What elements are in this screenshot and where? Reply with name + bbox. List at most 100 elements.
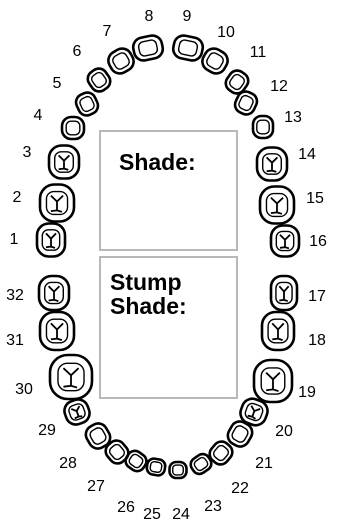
tooth-7[interactable]	[105, 45, 137, 77]
tooth-19[interactable]	[252, 358, 294, 404]
tooth-16[interactable]	[269, 224, 301, 258]
tooth-number-3: 3	[23, 144, 32, 161]
tooth-23[interactable]	[188, 451, 214, 476]
tooth-3[interactable]	[47, 144, 81, 180]
tooth-outline	[104, 439, 130, 465]
tooth-fissure	[278, 285, 290, 303]
tooth-20[interactable]	[238, 396, 271, 428]
tooth-occlusal-surface	[137, 39, 159, 57]
tooth-10[interactable]	[199, 45, 231, 77]
tooth-27[interactable]	[102, 437, 131, 467]
tooth-occlusal-surface	[238, 94, 254, 112]
tooth-13[interactable]	[251, 114, 275, 140]
tooth-outline	[258, 185, 296, 225]
tooth-outline	[233, 90, 259, 116]
tooth-occlusal-surface	[256, 119, 270, 135]
tooth-26[interactable]	[123, 448, 150, 474]
tooth-number-1: 1	[10, 231, 19, 248]
tooth-number-29: 29	[38, 422, 56, 439]
tooth-fissure	[45, 232, 57, 249]
tooth-11[interactable]	[222, 67, 251, 96]
tooth-occlusal-surface	[57, 362, 85, 392]
teeth-group	[35, 34, 301, 480]
tooth-number-21: 21	[255, 455, 273, 472]
tooth-5[interactable]	[73, 90, 100, 118]
tooth-outline	[171, 34, 205, 62]
tooth-number-12: 12	[270, 78, 288, 95]
tooth-outline	[269, 274, 299, 312]
shade-box[interactable]: Shade:	[99, 130, 238, 251]
tooth-17[interactable]	[269, 274, 299, 312]
tooth-29[interactable]	[62, 397, 93, 428]
tooth-outline	[269, 224, 301, 258]
tooth-fissure	[50, 322, 64, 341]
tooth-outline	[255, 146, 289, 182]
tooth-occlusal-surface	[193, 456, 209, 472]
tooth-number-16: 16	[309, 233, 327, 250]
tooth-fissure	[265, 371, 281, 392]
tooth-outline	[74, 91, 100, 117]
tooth-occlusal-surface	[89, 427, 107, 445]
tooth-outline	[47, 144, 81, 180]
tooth-9[interactable]	[171, 34, 205, 63]
tooth-25[interactable]	[145, 457, 167, 477]
tooth-outline	[226, 420, 254, 448]
tooth-number-7: 7	[103, 23, 112, 40]
tooth-outline	[35, 222, 67, 258]
tooth-number-17: 17	[308, 288, 326, 305]
tooth-22[interactable]	[206, 438, 235, 468]
tooth-outline	[131, 34, 165, 62]
tooth-outline	[201, 47, 229, 75]
tooth-32[interactable]	[37, 274, 71, 312]
tooth-28[interactable]	[82, 420, 113, 452]
tooth-fissure	[265, 156, 279, 173]
tooth-occlusal-surface	[65, 120, 81, 136]
tooth-4[interactable]	[60, 115, 86, 141]
tooth-fissure	[47, 285, 61, 303]
tooth-number-25: 25	[143, 506, 161, 523]
tooth-8[interactable]	[131, 34, 165, 63]
tooth-occlusal-surface	[177, 39, 199, 57]
tooth-fissure	[57, 154, 71, 171]
tooth-12[interactable]	[232, 89, 259, 117]
tooth-outline	[84, 422, 112, 450]
tooth-number-15: 15	[306, 190, 324, 207]
tooth-14[interactable]	[255, 146, 289, 182]
tooth-fissure	[247, 405, 261, 420]
tooth-outline	[208, 440, 234, 466]
tooth-21[interactable]	[224, 418, 255, 450]
tooth-number-6: 6	[73, 43, 82, 60]
tooth-number-13: 13	[284, 109, 302, 126]
tooth-number-27: 27	[87, 478, 105, 495]
tooth-2[interactable]	[38, 183, 76, 223]
tooth-occlusal-surface	[231, 425, 249, 443]
tooth-number-18: 18	[308, 332, 326, 349]
tooth-occlusal-surface	[53, 151, 75, 173]
tooth-outline	[168, 460, 188, 480]
stump-shade-box[interactable]: Stump Shade:	[99, 256, 238, 399]
tooth-24[interactable]	[168, 460, 188, 480]
tooth-18[interactable]	[260, 310, 296, 352]
tooth-occlusal-surface	[128, 453, 144, 469]
tooth-number-14: 14	[298, 146, 316, 163]
tooth-outline	[251, 114, 275, 140]
tooth-number-19: 19	[298, 384, 316, 401]
tooth-outline	[86, 67, 112, 93]
tooth-31[interactable]	[38, 310, 76, 352]
tooth-number-23: 23	[204, 498, 222, 515]
tooth-number-28: 28	[59, 455, 77, 472]
tooth-number-32: 32	[6, 287, 24, 304]
stump-shade-label: Stump Shade:	[110, 269, 187, 319]
tooth-number-11: 11	[250, 44, 267, 61]
tooth-occlusal-surface	[212, 444, 230, 462]
tooth-number-10: 10	[217, 24, 235, 41]
tooth-30[interactable]	[48, 353, 94, 401]
tooth-occlusal-surface	[267, 318, 289, 344]
tooth-outline	[37, 274, 71, 312]
tooth-1[interactable]	[35, 222, 67, 258]
tooth-outline	[260, 310, 296, 352]
tooth-number-20: 20	[275, 423, 293, 440]
tooth-6[interactable]	[84, 65, 113, 94]
tooth-outline	[145, 457, 167, 477]
tooth-15[interactable]	[258, 185, 296, 225]
